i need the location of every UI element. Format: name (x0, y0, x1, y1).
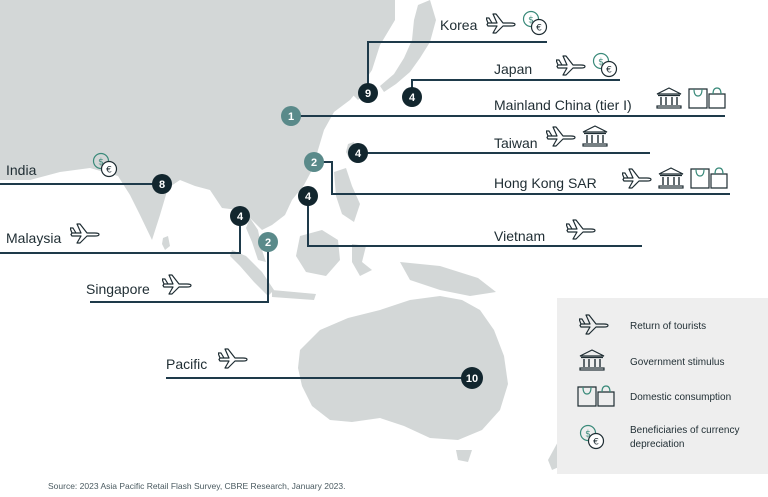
bank-icon (582, 125, 608, 147)
icons-taiwan (546, 125, 608, 147)
bank-icon (656, 87, 682, 109)
plane-icon (218, 347, 248, 369)
new-guinea-landmass (400, 262, 496, 296)
label-singapore: Singapore (86, 281, 150, 297)
icons-mainland-china (656, 86, 726, 110)
sulawesi-landmass (352, 244, 372, 276)
legend-label-consumption: Domestic consumption (630, 392, 732, 403)
sri-lanka-landmass (162, 236, 170, 250)
source-note: Source: 2023 Asia Pacific Retail Flash S… (48, 481, 346, 491)
legend-item-tourists: Return of tourists (557, 310, 768, 350)
label-malaysia: Malaysia (6, 230, 62, 246)
svg-text:€: € (606, 66, 612, 76)
marker-taiwan: 4 (348, 143, 368, 163)
icons-vietnam (566, 218, 596, 240)
japan-landmass (380, 0, 436, 92)
australia-landmass (298, 296, 508, 440)
svg-text:€: € (106, 166, 112, 176)
svg-text:€: € (593, 438, 599, 448)
plane-icon (622, 167, 652, 189)
marker-malaysia-rank: 4 (237, 211, 244, 223)
leader-line-japan (411, 79, 620, 96)
icons-malaysia (70, 222, 100, 244)
marker-pacific-rank: 10 (466, 373, 478, 385)
marker-hong-kong-rank: 2 (311, 157, 317, 169)
label-mainland-china: Mainland China (tier I) (494, 97, 632, 113)
marker-india: 8 (152, 174, 172, 194)
legend-label-tourists: Return of tourists (630, 321, 707, 332)
svg-text:$: $ (585, 430, 591, 440)
marker-japan-rank: 4 (409, 92, 416, 104)
leader-line-vietnam (307, 196, 642, 247)
plane-icon (486, 12, 516, 34)
marker-malaysia: 4 (230, 206, 250, 226)
plane-icon (566, 218, 596, 240)
marker-singapore-rank: 2 (265, 237, 271, 249)
legend-item-consumption: Domestic consumption (557, 384, 768, 424)
currency-icon: $€ (92, 152, 118, 178)
legend-item-stimulus: Government stimulus (557, 347, 768, 387)
java-landmass (272, 290, 316, 300)
leader-line-korea (367, 41, 547, 92)
marker-pacific: 10 (461, 367, 483, 389)
svg-text:$: $ (98, 158, 104, 168)
legend-item-currency: $€ Beneficiaries of currency depreciatio… (557, 422, 768, 462)
sumatra-landmass (230, 250, 274, 296)
icons-pacific (218, 347, 248, 369)
markers: 9 4 1 4 2 4 8 4 2 10 (152, 83, 483, 389)
marker-mainland-china: 1 (281, 106, 301, 126)
marker-taiwan-rank: 4 (355, 148, 362, 160)
currency-icon: $€ (522, 10, 548, 36)
marker-japan: 4 (402, 87, 422, 107)
marker-korea-rank: 9 (365, 88, 371, 100)
svg-text:$: $ (528, 16, 534, 26)
currency-icon: $€ (592, 52, 618, 78)
label-taiwan: Taiwan (494, 135, 538, 151)
bank-icon (658, 167, 684, 189)
asia-landmass (0, 0, 395, 240)
icons-japan: $€ (556, 52, 618, 78)
marker-mainland-china-rank: 1 (288, 111, 294, 123)
marker-singapore: 2 (258, 232, 278, 252)
legend-label-stimulus: Government stimulus (630, 357, 725, 368)
label-pacific: Pacific (166, 356, 208, 372)
leader-line-singapore (90, 242, 269, 303)
borneo-landmass (296, 230, 340, 276)
plane-icon (162, 273, 192, 295)
svg-text:$: $ (598, 58, 604, 68)
leader-lines (0, 41, 730, 379)
label-korea: Korea (440, 17, 478, 33)
shopping-bags-icon (688, 86, 726, 110)
label-hong-kong: Hong Kong SAR (494, 175, 597, 191)
plane-icon (70, 222, 100, 244)
label-vietnam: Vietnam (494, 228, 546, 244)
tasmania-landmass (456, 450, 472, 462)
plane-icon (546, 125, 576, 147)
legend-plane-icon (578, 313, 609, 340)
marker-korea: 9 (358, 83, 378, 103)
svg-text:€: € (536, 24, 542, 34)
marker-vietnam: 4 (298, 186, 318, 206)
legend: Return of tourists Government stimulus D… (557, 298, 768, 474)
label-japan: Japan (494, 61, 533, 77)
marker-hong-kong: 2 (304, 152, 324, 172)
icons-korea: $€ (486, 10, 548, 36)
icons-singapore (162, 273, 192, 295)
icons-india: $€ (92, 152, 118, 178)
malay-peninsula (246, 218, 266, 262)
legend-bank-icon (579, 349, 605, 376)
shopping-bags-icon (690, 166, 728, 190)
plane-icon (556, 54, 586, 76)
legend-label-currency: Beneficiaries of currency depreciation (630, 425, 740, 450)
icons-hong-kong (622, 166, 728, 190)
land-masses (0, 0, 598, 470)
marker-india-rank: 8 (159, 179, 165, 191)
leader-line-malaysia (0, 216, 241, 254)
legend-shopping-bags-icon (577, 384, 615, 413)
label-india: India (6, 162, 37, 178)
legend-currency-icon: $€ (579, 424, 605, 455)
marker-vietnam-rank: 4 (305, 191, 312, 203)
